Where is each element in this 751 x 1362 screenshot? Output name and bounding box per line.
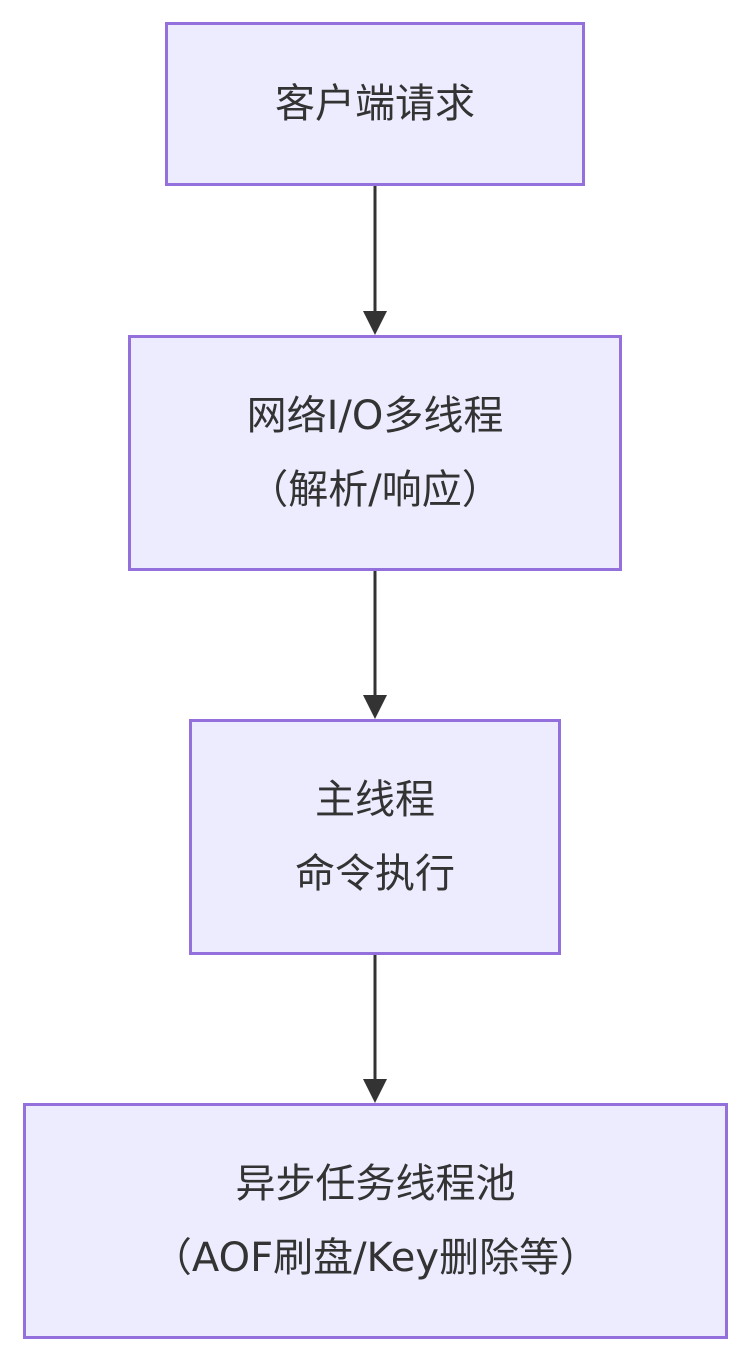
node-label: 异步任务线程池 [235,1161,516,1207]
edge-io-to-main [363,571,387,719]
node-label: 主线程 [315,777,435,823]
arrowhead-icon [363,1079,387,1103]
arrowhead-icon [363,695,387,719]
node-label: 客户端请求 [275,81,475,127]
arrowhead-icon [363,311,387,335]
node-sublabel: （解析/响应） [248,467,502,513]
edge-main-to-async [363,955,387,1103]
node-network-io-threads: 网络I/O多线程 （解析/响应） [128,335,622,571]
node-sublabel: （AOF刷盘/Key删除等） [151,1235,600,1281]
node-sublabel: 命令执行 [295,851,455,897]
node-async-thread-pool: 异步任务线程池 （AOF刷盘/Key删除等） [23,1103,728,1339]
edge-client-to-io [363,186,387,335]
node-label: 网络I/O多线程 [246,393,504,439]
node-client-request: 客户端请求 [165,22,585,186]
node-main-thread: 主线程 命令执行 [189,719,561,955]
